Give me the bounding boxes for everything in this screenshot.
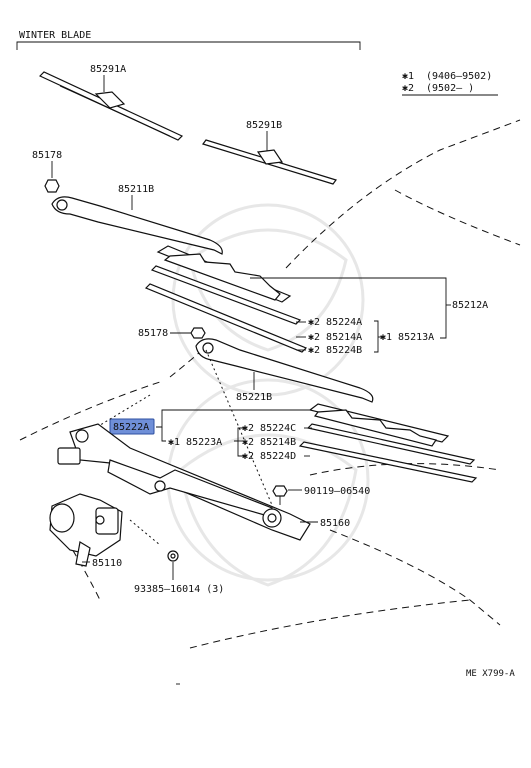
label-85211b: 85211B: [118, 184, 154, 195]
label-85214b: ✱2 85214B: [242, 437, 296, 448]
label-85214a: ✱2 85214A: [308, 332, 362, 343]
wiper-arm-85221b: [195, 338, 374, 403]
legend: ✱1 (9406–9502) ✱2 (9502– ): [402, 71, 498, 96]
highlight-85222a: [109, 418, 155, 435]
label-85224a: ✱2 85224A: [308, 317, 362, 328]
wiper-linkage: [57, 423, 311, 541]
bolt-90119: [272, 485, 288, 505]
wiper-arm-85211b: [51, 196, 223, 255]
label-85223a: ✱1 85223A: [168, 437, 222, 448]
label-90119: 90119–06540: [304, 486, 370, 497]
washer-93385: [167, 550, 179, 562]
legend-mark-2: ✱2: [402, 83, 414, 94]
legend-range-1: (9406–9502): [426, 71, 492, 82]
label-85221b: 85221B: [236, 392, 272, 403]
wiper-motor-85110: [49, 493, 123, 567]
label-85224b: ✱2 85224B: [308, 345, 362, 356]
winter-blade-title: WINTER BLADE: [19, 30, 91, 41]
label-85222a: 85222A: [113, 422, 149, 433]
label-85178-top: 85178: [32, 150, 62, 161]
label-85213a: ✱1 85213A: [380, 332, 434, 343]
winter-blade-85291b: [202, 139, 337, 185]
label-85160: 85160: [320, 518, 350, 529]
label-85291a: 85291A: [90, 64, 126, 75]
wiper-blade-85212a: [144, 245, 308, 353]
label-85291b: 85291B: [246, 120, 282, 131]
label-85224c: ✱2 85224C: [242, 423, 296, 434]
label-93385: 93385–16014 (3): [134, 584, 224, 595]
label-85110: 85110: [92, 558, 122, 569]
diagram-code: ME X799-A: [466, 669, 515, 679]
label-85178-mid: 85178: [138, 328, 168, 339]
watermark: [166, 203, 370, 587]
label-85224d: ✱2 85224D: [242, 451, 296, 462]
label-85212a: 85212A: [452, 300, 488, 311]
wiper-blade-lower: [298, 403, 478, 483]
winter-blade-85291a: [38, 71, 184, 141]
nut-85178-mid: [190, 327, 206, 339]
winter-blade-bracket: [16, 41, 361, 50]
legend-mark-1: ✱1: [402, 71, 414, 82]
legend-range-2: (9502– ): [426, 83, 474, 94]
nut-85178-top: [44, 179, 60, 193]
